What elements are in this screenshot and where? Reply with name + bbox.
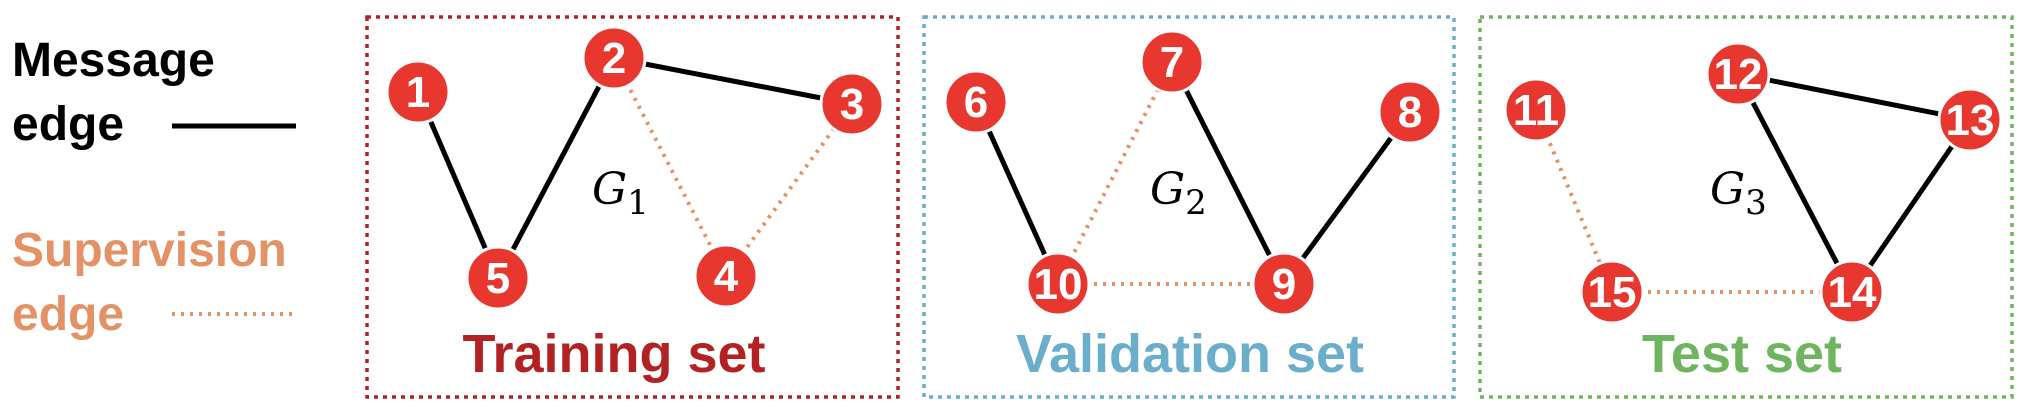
validation-set-box: [922, 15, 1456, 399]
supervision-edge-11-15: [1534, 109, 1614, 293]
node-1: 1: [385, 59, 451, 125]
node-10: 10: [1025, 251, 1091, 317]
node-label-5: 5: [486, 254, 510, 303]
message-edge-14-13: [1849, 118, 1973, 294]
supervision-edge-10-7: [1056, 61, 1174, 285]
message-edge-6-10: [973, 100, 1061, 286]
node-circle-1: [385, 59, 451, 125]
node-label-13: 13: [1946, 96, 1995, 145]
node-label-10: 10: [1034, 260, 1083, 309]
message-edge-2-3: [613, 55, 853, 107]
node-label-8: 8: [1398, 88, 1422, 137]
node-circle-13: [1937, 87, 2003, 153]
graph-label-g1: G1: [592, 164, 649, 223]
validation-set-title: Validation set: [1016, 324, 1364, 384]
node-circle-14: [1819, 259, 1885, 325]
legend-supervision-label-line2: edge: [12, 288, 124, 341]
node-circle-11: [1503, 77, 1569, 143]
node-label-12: 12: [1714, 50, 1763, 99]
node-13: 13: [1937, 87, 2003, 153]
node-12: 12: [1705, 41, 1771, 107]
node-label-3: 3: [840, 80, 864, 129]
node-label-2: 2: [602, 34, 626, 83]
node-5: 5: [465, 245, 531, 311]
node-8: 8: [1377, 79, 1443, 145]
message-edge-12-13: [1737, 71, 1971, 123]
node-circle-3: [819, 71, 885, 137]
node-circle-4: [693, 243, 759, 309]
node-label-9: 9: [1272, 260, 1296, 309]
node-label-7: 7: [1160, 38, 1184, 87]
legend-message-label-line1: Message: [12, 34, 215, 87]
node-label-1: 1: [406, 68, 430, 117]
node-15: 15: [1579, 259, 1645, 325]
training-set-box: [365, 15, 900, 399]
node-circle-6: [943, 69, 1009, 135]
message-edge-7-9: [1169, 60, 1287, 286]
node-3: 3: [819, 71, 885, 137]
node-circle-9: [1251, 251, 1317, 317]
legend-message-label-line2: edge: [12, 98, 124, 151]
legend-supervision-label-line1: Supervision: [12, 224, 287, 277]
node-circle-15: [1579, 259, 1645, 325]
node-circle-12: [1705, 41, 1771, 107]
node-circle-7: [1139, 29, 1205, 95]
node-9: 9: [1251, 251, 1317, 317]
node-label-11: 11: [1513, 86, 1560, 135]
supervision-edge-2-4: [612, 57, 728, 277]
node-circle-5: [465, 245, 531, 311]
node-4: 4: [693, 243, 759, 309]
node-7: 7: [1139, 29, 1205, 95]
edges-layer: [415, 55, 1973, 294]
node-circle-8: [1377, 79, 1443, 145]
legend: Message edge Supervision edge: [12, 34, 296, 341]
message-edge-9-8: [1281, 110, 1413, 286]
node-6: 6: [943, 69, 1009, 135]
node-label-4: 4: [714, 252, 739, 301]
node-label-15: 15: [1588, 268, 1637, 317]
graph-label-g3: G3: [1710, 164, 1767, 223]
graph-label-g2: G2: [1150, 164, 1207, 223]
test-set-box: [1478, 15, 2014, 399]
message-edge-1-5: [415, 91, 501, 279]
node-2: 2: [581, 25, 647, 91]
message-edge-12-14: [1735, 72, 1855, 294]
training-set-title: Training set: [462, 324, 765, 384]
node-14: 14: [1819, 259, 1885, 325]
node-circle-2: [581, 25, 647, 91]
message-edge-5-2: [495, 56, 617, 280]
node-label-6: 6: [964, 78, 988, 127]
test-set-title: Test set: [1642, 324, 1842, 384]
node-circle-10: [1025, 251, 1091, 317]
node-11: 11: [1503, 77, 1569, 143]
node-label-14: 14: [1828, 268, 1877, 317]
